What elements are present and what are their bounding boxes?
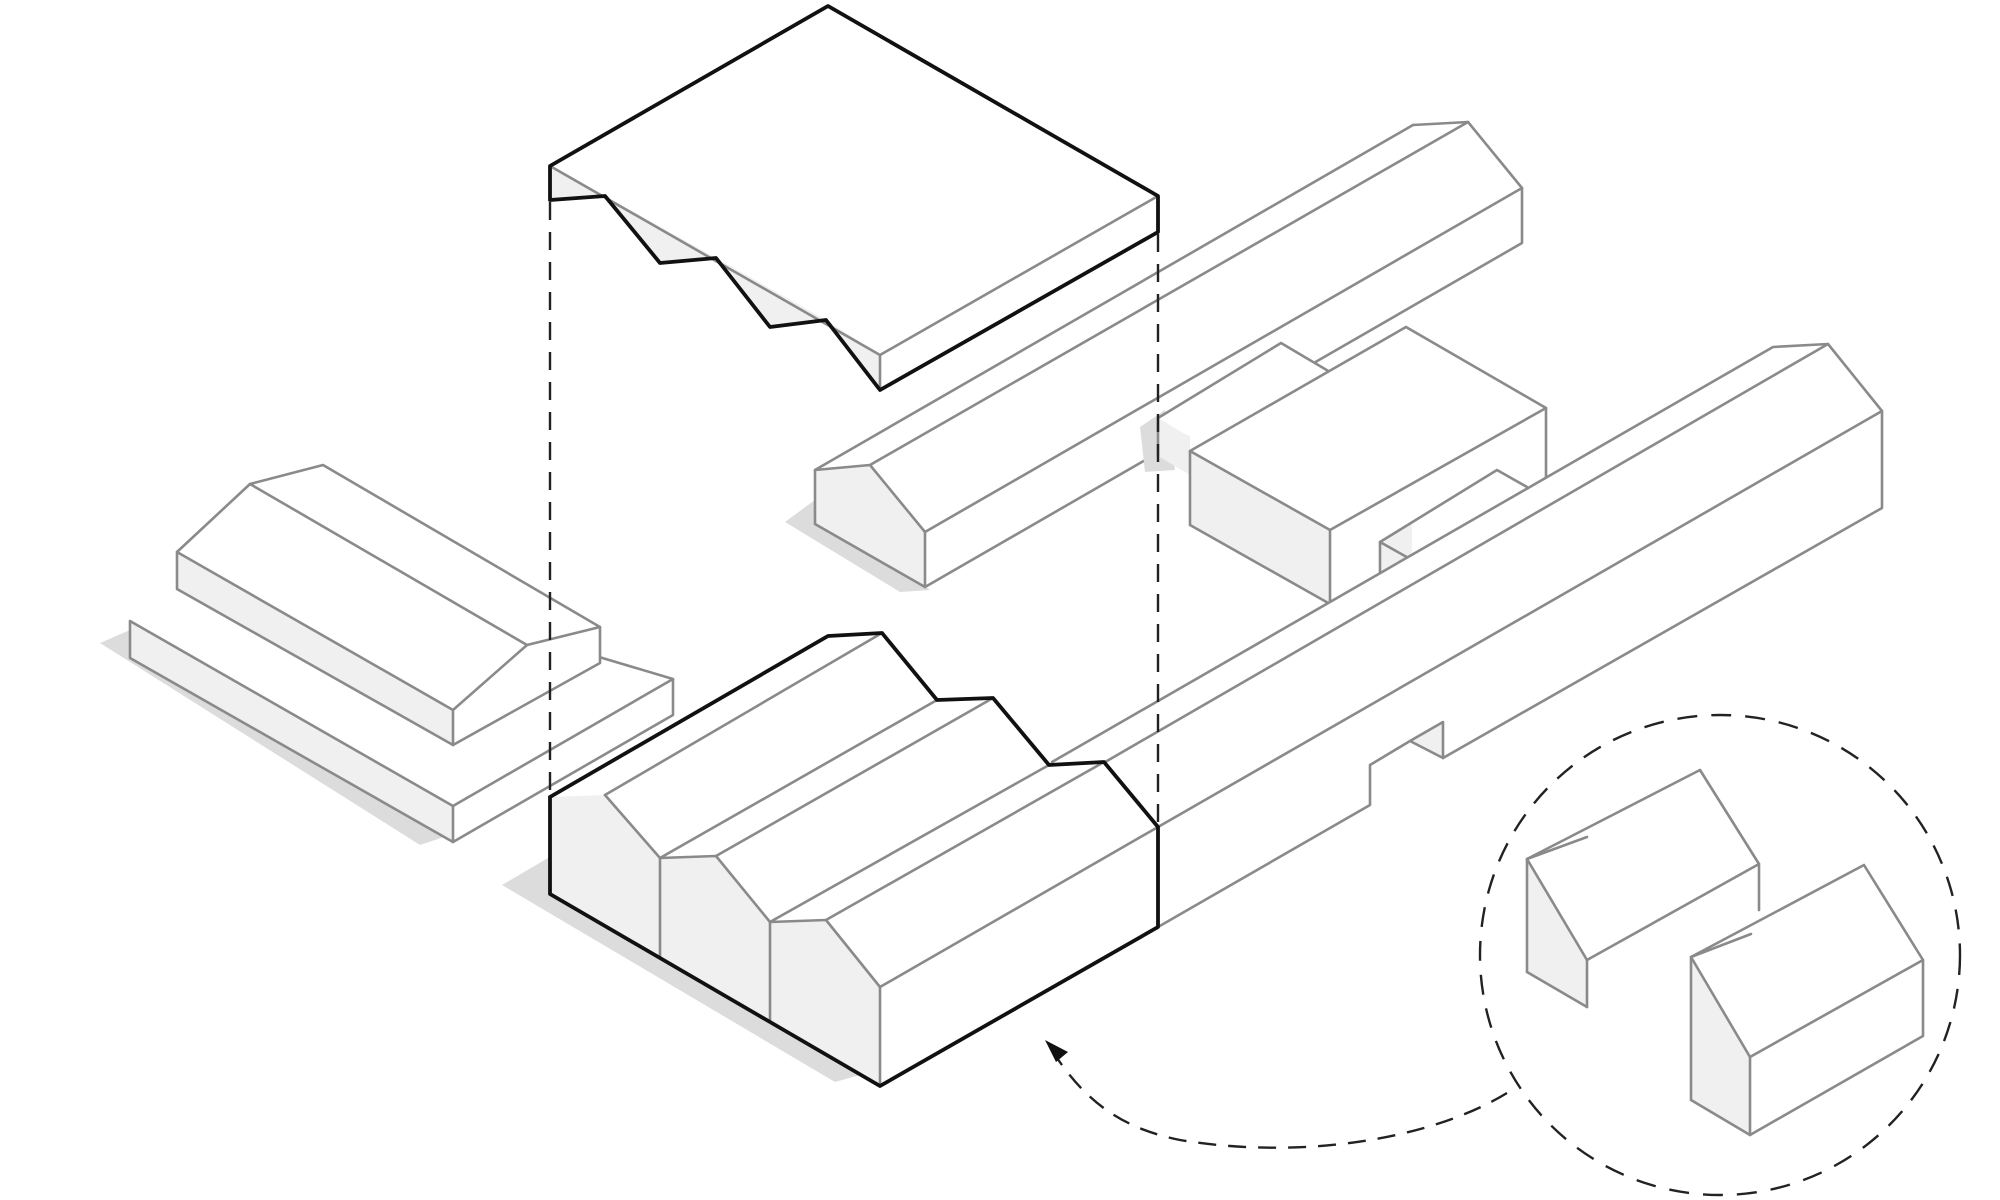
sawtooth-hall	[502, 631, 1160, 1088]
callout-arrow	[1045, 1040, 1508, 1149]
arrowhead-icon	[1045, 1040, 1068, 1062]
long-warehouse	[1050, 342, 1884, 929]
floating-sawtooth-roof	[548, 4, 1160, 392]
projection-lines	[548, 202, 1160, 827]
house-pair-callout	[1478, 713, 1962, 1197]
stepped-gable-building	[100, 434, 675, 845]
